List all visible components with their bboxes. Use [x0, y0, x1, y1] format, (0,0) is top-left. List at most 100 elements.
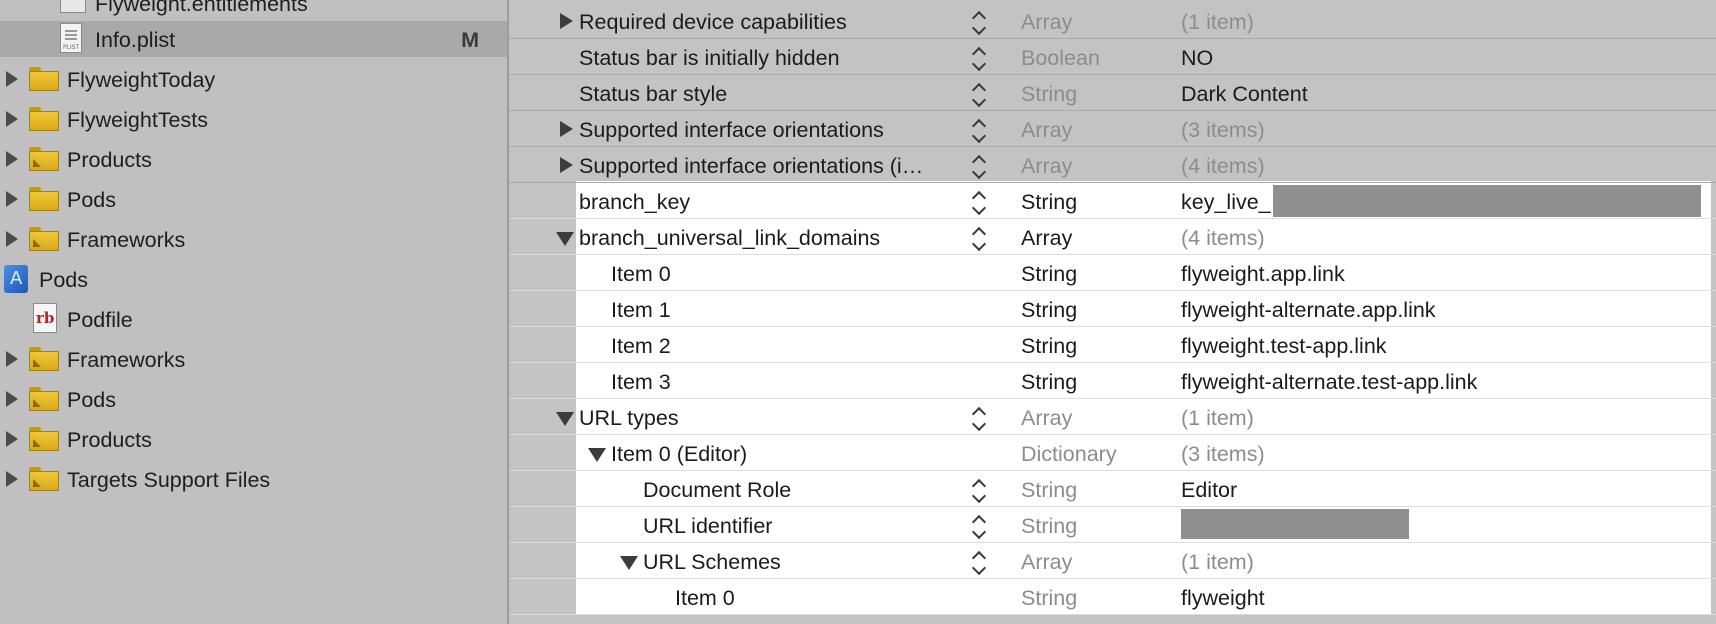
key-stepper-icon[interactable]	[972, 80, 986, 108]
plist-row[interactable]: Item 1 String flyweight-alternate.app.li…	[509, 291, 1716, 327]
folder-icon	[29, 107, 59, 131]
nav-item-pods-project[interactable]: Pods	[0, 261, 507, 297]
project-navigator: Flyweight.entitlements PLIST Info.plist …	[0, 0, 509, 624]
plist-row[interactable]: Supported interface orientations Array (…	[509, 111, 1716, 147]
nav-item-label: Products	[67, 148, 152, 172]
key-stepper-icon[interactable]	[972, 404, 986, 432]
nav-item-frameworks-2[interactable]: Frameworks	[0, 341, 507, 377]
plist-row[interactable]: Status bar is initially hidden Boolean N…	[509, 39, 1716, 75]
nav-item-pods[interactable]: Pods	[0, 181, 507, 217]
nav-item-products[interactable]: Products	[0, 141, 507, 177]
disclosure-triangle-icon[interactable]	[6, 191, 18, 207]
plist-row[interactable]: URL Schemes Array (1 item)	[509, 543, 1716, 579]
folder-group-icon	[29, 467, 59, 491]
plist-key: Supported interface orientations (i…	[579, 154, 924, 178]
plist-row[interactable]: Required device capabilities Array (1 it…	[509, 3, 1716, 39]
plist-key: URL types	[579, 406, 679, 430]
plist-file-icon: PLIST	[60, 23, 82, 53]
plist-key: Document Role	[643, 478, 792, 502]
plist-row-branch-universal-link-domains[interactable]: branch_universal_link_domains Array (4 i…	[509, 219, 1716, 255]
plist-key: Status bar is initially hidden	[579, 46, 840, 70]
plist-type: Array	[1021, 118, 1073, 142]
key-stepper-icon[interactable]	[972, 44, 986, 72]
plist-value[interactable]: flyweight	[1181, 586, 1265, 610]
nav-item-label: Podfile	[67, 308, 133, 332]
nav-item-pods-2[interactable]: Pods	[0, 381, 507, 417]
plist-value: (4 items)	[1181, 226, 1265, 250]
plist-row-url-types[interactable]: URL types Array (1 item)	[509, 399, 1716, 435]
plist-key: Item 1	[611, 298, 671, 322]
key-stepper-icon[interactable]	[972, 224, 986, 252]
key-stepper-icon[interactable]	[972, 8, 986, 36]
key-stepper-icon[interactable]	[972, 188, 986, 216]
disclosure-triangle-icon[interactable]	[6, 391, 18, 407]
nav-item-frameworks[interactable]: Frameworks	[0, 221, 507, 257]
disclosure-triangle-icon[interactable]	[6, 431, 18, 447]
nav-item-info-plist[interactable]: PLIST Info.plist M	[0, 21, 507, 57]
disclosure-triangle-icon[interactable]	[560, 157, 573, 173]
plist-row[interactable]: Document Role String Editor	[509, 471, 1716, 507]
disclosure-triangle-icon[interactable]	[6, 231, 18, 247]
plist-value[interactable]: Dark Content	[1181, 82, 1308, 106]
nav-item-entitlements[interactable]: Flyweight.entitlements	[0, 0, 507, 21]
plist-value[interactable]: flyweight-alternate.app.link	[1181, 298, 1436, 322]
plist-type: String	[1021, 298, 1078, 322]
plist-row[interactable]: Item 0 String flyweight.app.link	[509, 255, 1716, 291]
key-stepper-icon[interactable]	[972, 548, 986, 576]
nav-item-flyweighttests[interactable]: FlyweightTests	[0, 101, 507, 137]
nav-item-targets-support-files[interactable]: Targets Support Files	[0, 461, 507, 497]
plist-row[interactable]: Item 3 String flyweight-alternate.test-a…	[509, 363, 1716, 399]
key-stepper-icon[interactable]	[972, 512, 986, 540]
plist-row[interactable]: Item 2 String flyweight.test-app.link	[509, 327, 1716, 363]
folder-icon	[29, 187, 59, 211]
disclosure-triangle-icon[interactable]	[6, 471, 18, 487]
selected-rows-highlight	[576, 181, 1711, 614]
plist-value[interactable]: flyweight-alternate.test-app.link	[1181, 370, 1478, 394]
key-stepper-icon[interactable]	[972, 116, 986, 144]
plist-row[interactable]: URL identifier String	[509, 507, 1716, 543]
plist-row-branch-key[interactable]: branch_key String key_live_	[509, 183, 1716, 219]
redacted-value	[1181, 509, 1409, 539]
disclosure-triangle-icon[interactable]	[6, 151, 18, 167]
plist-value[interactable]: flyweight.test-app.link	[1181, 334, 1387, 358]
disclosure-triangle-icon[interactable]	[556, 232, 574, 246]
nav-item-podfile[interactable]: Podfile	[0, 301, 507, 337]
disclosure-triangle-icon[interactable]	[588, 448, 606, 462]
plist-type: String	[1021, 190, 1078, 214]
nav-item-products-2[interactable]: Products	[0, 421, 507, 457]
ruby-file-icon	[33, 303, 57, 333]
plist-row[interactable]: Item 0 String flyweight	[509, 579, 1716, 615]
nav-item-flyweighttoday[interactable]: FlyweightToday	[0, 61, 507, 97]
plist-type: Array	[1021, 406, 1073, 430]
plist-key: URL Schemes	[643, 550, 781, 574]
plist-value: (3 items)	[1181, 118, 1265, 142]
plist-row[interactable]: Supported interface orientations (i… Arr…	[509, 147, 1716, 183]
entitlements-file-icon	[60, 0, 86, 13]
folder-group-icon	[29, 147, 59, 171]
folder-group-icon	[29, 227, 59, 251]
nav-item-label: Products	[67, 428, 152, 452]
disclosure-triangle-icon[interactable]	[560, 13, 573, 29]
disclosure-triangle-icon[interactable]	[556, 412, 574, 426]
plist-value: (1 item)	[1181, 406, 1254, 430]
plist-value[interactable]: flyweight.app.link	[1181, 262, 1345, 286]
modified-badge: M	[461, 28, 479, 52]
plist-type: Array	[1021, 154, 1073, 178]
nav-item-label: Pods	[67, 188, 117, 212]
plist-value[interactable]: Editor	[1181, 478, 1238, 502]
plist-value[interactable]: NO	[1181, 46, 1214, 70]
plist-key: Required device capabilities	[579, 10, 847, 34]
folder-icon	[29, 67, 59, 91]
disclosure-triangle-icon[interactable]	[560, 121, 573, 137]
plist-value: (1 item)	[1181, 550, 1254, 574]
plist-key: branch_universal_link_domains	[579, 226, 881, 250]
disclosure-triangle-icon[interactable]	[6, 71, 18, 87]
plist-row[interactable]: Status bar style String Dark Content	[509, 75, 1716, 111]
disclosure-triangle-icon[interactable]	[6, 351, 18, 367]
plist-value[interactable]: key_live_	[1181, 190, 1271, 214]
disclosure-triangle-icon[interactable]	[6, 111, 18, 127]
disclosure-triangle-icon[interactable]	[620, 556, 638, 570]
key-stepper-icon[interactable]	[972, 476, 986, 504]
plist-row[interactable]: Item 0 (Editor) Dictionary (3 items)	[509, 435, 1716, 471]
key-stepper-icon[interactable]	[972, 152, 986, 180]
